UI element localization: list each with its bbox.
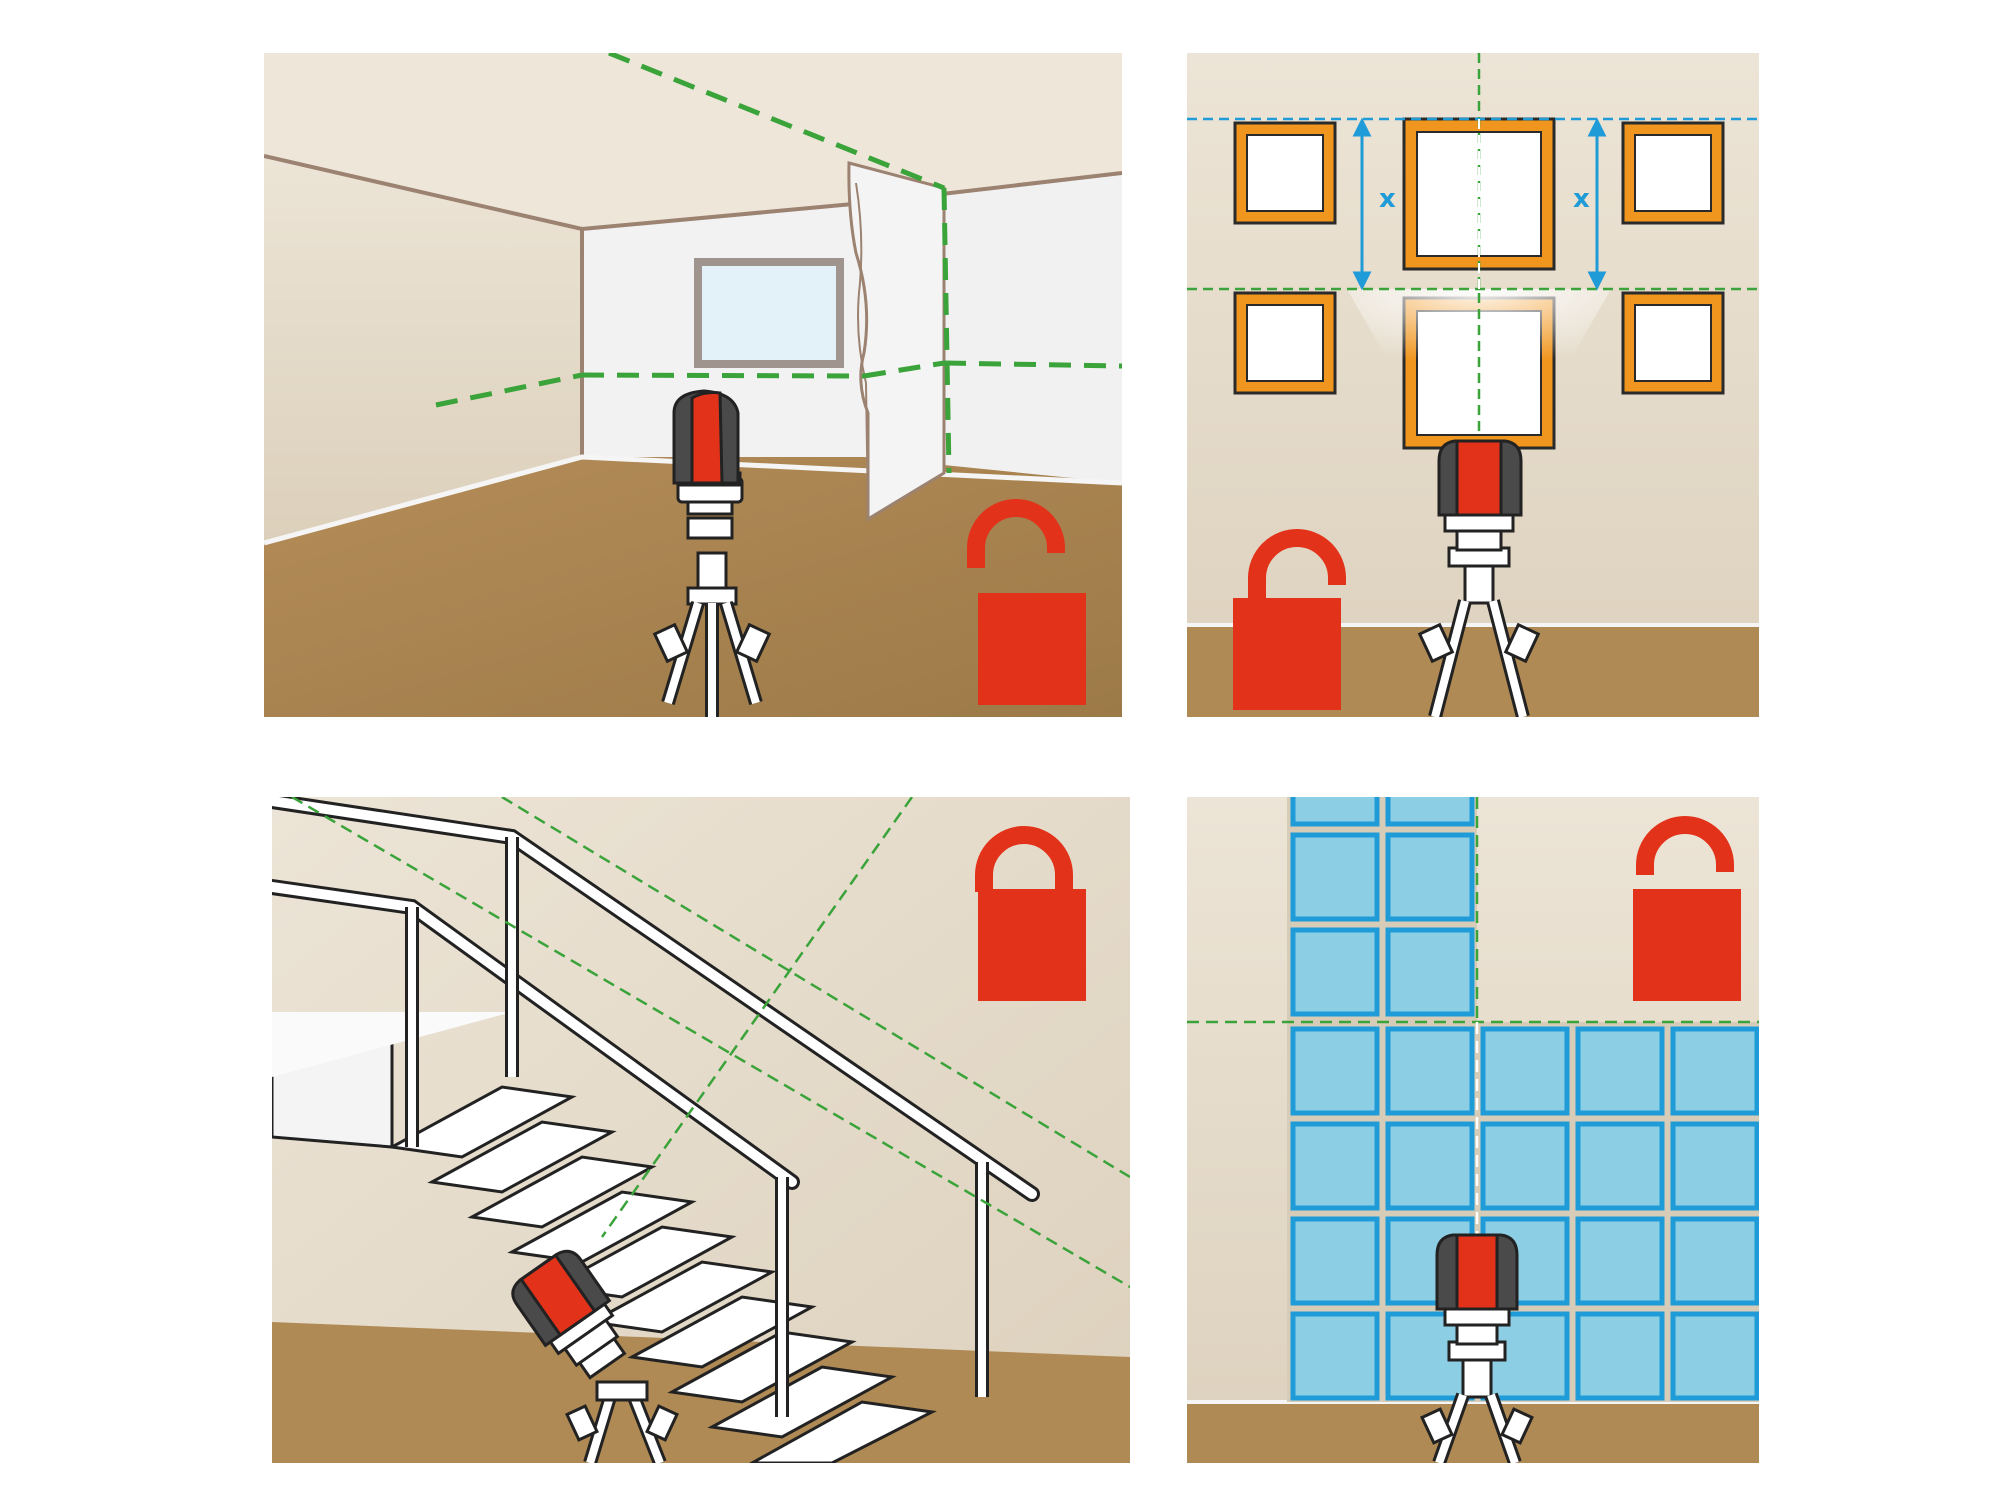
- spacing-measure: [1352, 117, 1607, 291]
- padlock-open-icon: [1633, 816, 1741, 1001]
- tile: [1480, 1121, 1570, 1211]
- laser-lines: [435, 53, 1122, 474]
- spacing-marker-left: x: [1379, 184, 1396, 214]
- landing-top: [272, 1012, 512, 1077]
- tile: [1575, 1311, 1665, 1401]
- tile: [1480, 1026, 1570, 1116]
- ceiling-edge: [264, 154, 1122, 232]
- tile: [1385, 1121, 1475, 1211]
- tile: [1575, 1216, 1665, 1306]
- tripod-icon: [652, 551, 772, 717]
- tile: [1385, 927, 1475, 1017]
- frames-illustration: x x: [1187, 53, 1759, 717]
- room-illustration: [264, 53, 1122, 717]
- tile: [1670, 1311, 1759, 1401]
- scene-room-cross-lines: [264, 53, 1122, 717]
- scene-staircase: [272, 797, 1130, 1463]
- padlock-open-icon: [967, 499, 1086, 705]
- tile: [1575, 1121, 1665, 1211]
- picture-frame: [1233, 121, 1337, 225]
- tile: [1290, 1026, 1380, 1116]
- tile: [1670, 1026, 1759, 1116]
- scene-wall-tiles: [1187, 797, 1759, 1463]
- tripod-icon: [1417, 561, 1541, 717]
- tile: [1290, 1121, 1380, 1211]
- tile: [1290, 1311, 1380, 1401]
- tile: [1385, 832, 1475, 922]
- picture-frame: [1621, 291, 1725, 395]
- tile-grid: [1290, 797, 1759, 1401]
- line-laser-icon: [511, 1249, 627, 1380]
- window-glass: [702, 266, 836, 360]
- board-edge: [855, 182, 869, 514]
- tile: [1290, 797, 1380, 827]
- left-wall: [264, 156, 582, 543]
- tile: [1290, 832, 1380, 922]
- floor: [1187, 1402, 1759, 1463]
- picture-frame: [1621, 121, 1725, 225]
- laser-lines: [1187, 797, 1759, 1024]
- spacing-marker-right: x: [1573, 184, 1590, 214]
- tile: [1385, 1026, 1475, 1116]
- tile: [1290, 1216, 1380, 1306]
- laser-lines: [291, 797, 1130, 1289]
- tile: [1385, 797, 1475, 827]
- staircase-illustration: [272, 797, 1130, 1463]
- drywall-board: [847, 161, 946, 522]
- tripod-icon: [565, 1380, 679, 1463]
- laser-glow: [1347, 289, 1611, 383]
- scene-picture-frames: x x: [1187, 53, 1759, 717]
- picture-frame: [1233, 291, 1337, 395]
- tile: [1290, 927, 1380, 1017]
- tile: [1575, 1026, 1665, 1116]
- line-laser-icon: [672, 389, 744, 540]
- stairs: [387, 1085, 937, 1463]
- line-laser-icon: [1437, 439, 1523, 568]
- tile: [1670, 1121, 1759, 1211]
- padlock-closed-icon: [975, 826, 1086, 1001]
- tile: [1670, 1216, 1759, 1306]
- handrail: [272, 797, 1040, 1417]
- tiles-illustration: [1187, 797, 1759, 1463]
- line-laser-icon: [1435, 1233, 1519, 1362]
- padlock-open-icon: [1233, 529, 1346, 710]
- tripod-icon: [1420, 1355, 1534, 1463]
